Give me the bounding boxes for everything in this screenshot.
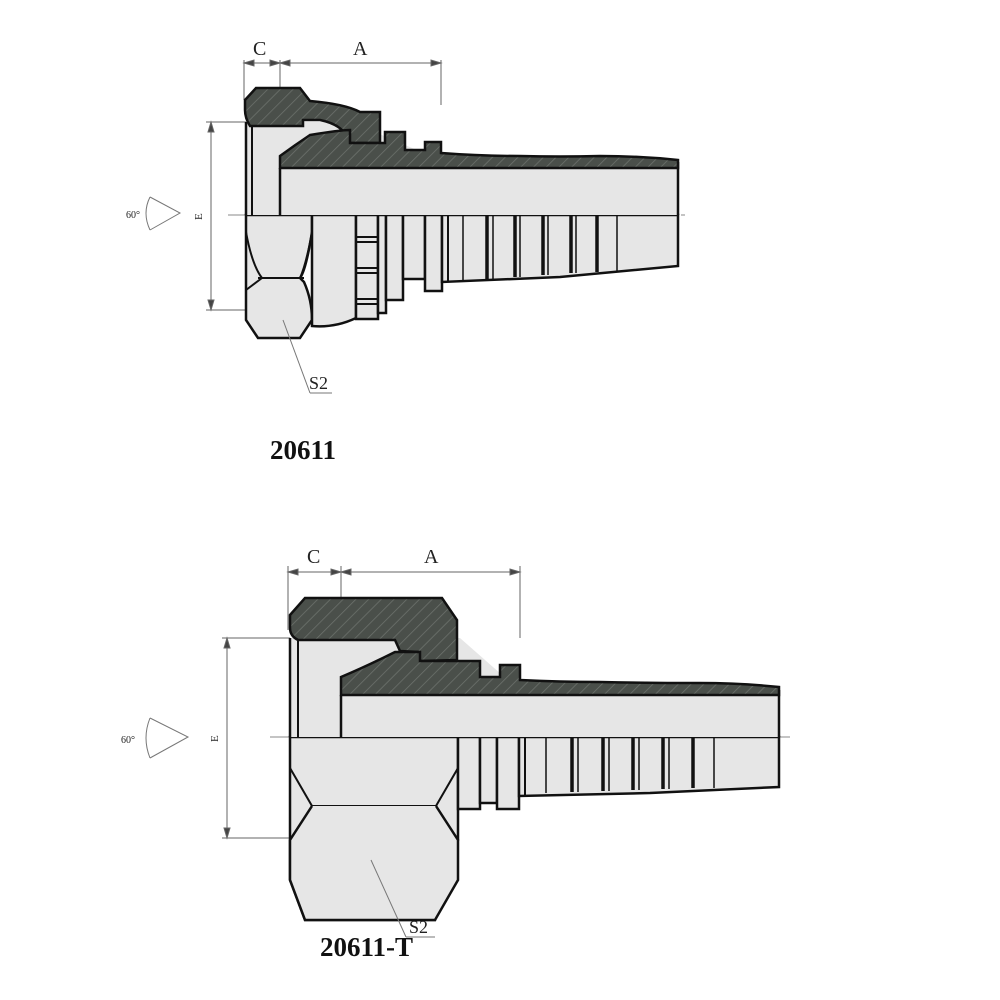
hex-size-label: S2 bbox=[409, 917, 428, 937]
dim-e-label: EE bbox=[193, 213, 205, 220]
dim-c-label: C bbox=[253, 38, 266, 60]
body-section-bottom bbox=[339, 650, 781, 697]
dim-a-label: A bbox=[424, 546, 439, 568]
dim-c-label: C bbox=[307, 546, 320, 568]
fitting-body-bottom bbox=[456, 735, 781, 811]
part-number-label-top: 20611 bbox=[270, 435, 337, 465]
body-section-top bbox=[278, 128, 680, 170]
cone-angle-symbol-bottom bbox=[145, 717, 190, 759]
hex-size-label: S2 bbox=[309, 373, 328, 393]
s2-leader bbox=[370, 859, 407, 938]
angle-label: 60° bbox=[121, 735, 135, 746]
dimension-e-top bbox=[206, 120, 246, 312]
fitting-drawing-20611: C A EE 60° bbox=[126, 38, 700, 394]
angle-label: 60° bbox=[126, 210, 140, 221]
hex-nut-bottom bbox=[288, 735, 460, 922]
dimension-e-bottom bbox=[222, 636, 290, 840]
part-number-label-bottom: 20611-T bbox=[320, 932, 414, 962]
barb-ridges-top bbox=[447, 215, 618, 282]
hex-nut-top bbox=[244, 213, 314, 340]
barb-ridges-bottom bbox=[524, 737, 715, 795]
dim-e-label: EE bbox=[209, 735, 221, 742]
dim-a-label: A bbox=[353, 38, 368, 60]
s2-leader bbox=[282, 319, 311, 394]
cone-angle-symbol-top bbox=[145, 196, 182, 231]
fitting-drawing-20611-T: C A EE 60° bbox=[121, 546, 800, 938]
fitting-body-top bbox=[310, 213, 680, 328]
